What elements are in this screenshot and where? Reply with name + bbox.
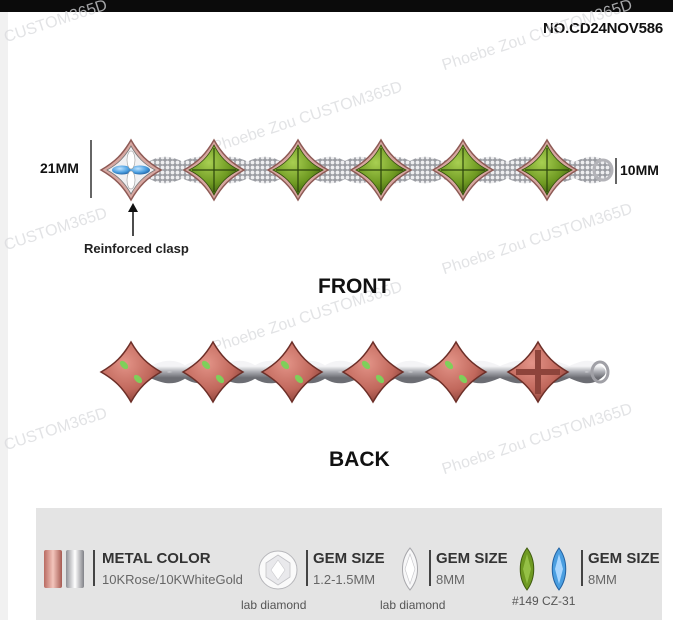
gem3-caption: #149 CZ-31 (512, 594, 576, 608)
gem1-size-value: 1.2-1.5MM (313, 572, 376, 587)
gem2-size-value: 8MM (436, 572, 465, 587)
back-view-title: BACK (329, 448, 390, 471)
gem1-size-title: GEM SIZE (313, 550, 385, 567)
height-dimension-label: 21MM (40, 160, 79, 176)
round-diamond-icon (258, 550, 298, 590)
width-dimension-label: 10MM (620, 162, 659, 178)
gem2-size-title: GEM SIZE (436, 550, 508, 567)
gem3-size-value: 8MM (588, 572, 617, 587)
gem3-size-title: GEM SIZE (588, 550, 660, 567)
metal-color-swatch-icon (44, 550, 84, 588)
separator (93, 550, 95, 586)
back-bracelet-illustration (99, 340, 610, 404)
specification-legend: METAL COLOR 10KRose/10KWhiteGold lab dia… (36, 508, 662, 620)
separator (429, 550, 431, 586)
gem1-caption: lab diamond (241, 598, 307, 612)
top-bar (0, 0, 673, 12)
front-view-title: FRONT (318, 275, 391, 298)
metal-color-value: 10KRose/10KWhiteGold (102, 572, 243, 587)
green-marquise-stone-icon (519, 547, 535, 591)
product-code: NO.CD24NOV586 (543, 20, 663, 37)
metal-color-title: METAL COLOR (102, 550, 211, 567)
separator (306, 550, 308, 586)
separator (581, 550, 583, 586)
blue-marquise-stone-icon (551, 547, 567, 591)
reinforced-clasp-label: Reinforced clasp (84, 241, 189, 256)
gem2-caption: lab diamond (380, 598, 446, 612)
marquise-diamond-icon (402, 547, 418, 591)
left-strip (0, 12, 8, 620)
front-bracelet-illustration (90, 138, 617, 236)
